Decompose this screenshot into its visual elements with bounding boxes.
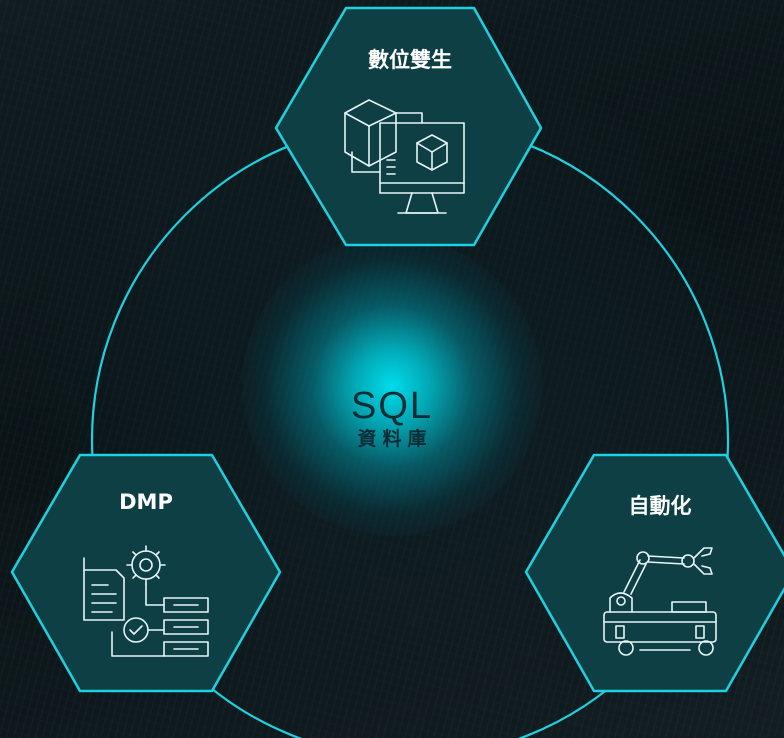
center-title: SQL — [350, 385, 434, 427]
data-management-icon — [83, 545, 209, 657]
robot-arm-icon — [603, 547, 717, 656]
center-subtitle: 資料庫 — [357, 428, 433, 450]
node-label-automation: 自動化 — [628, 494, 692, 518]
node-label-dmp: DMP — [119, 490, 173, 514]
node-digital-twin[interactable] — [274, 6, 543, 247]
node-automation[interactable] — [524, 453, 784, 693]
node-dmp[interactable] — [10, 453, 282, 693]
node-label-digital-twin: 數位雙生 — [368, 48, 452, 72]
center-glow — [242, 236, 542, 536]
digital-twin-icon — [344, 99, 465, 214]
center-label: SQL 資料庫 — [292, 386, 492, 452]
